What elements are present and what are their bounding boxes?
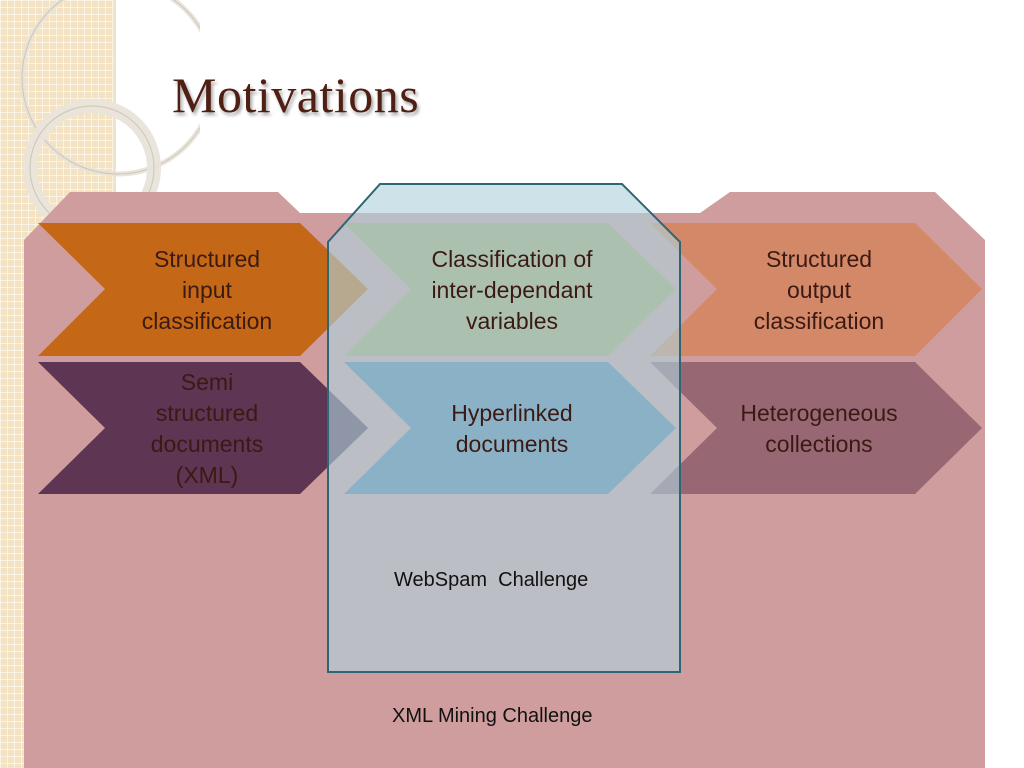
slide-title: Motivations (172, 67, 420, 123)
webspam-caption: WebSpam Challenge (394, 569, 589, 591)
chevron-heterogeneous (650, 362, 982, 494)
chevron-structured-output (650, 223, 982, 356)
chevron-semi-structured (38, 362, 368, 494)
webspam-panel (327, 183, 681, 673)
xml-mining-caption: XML Mining Challenge (392, 705, 593, 727)
chevron-structured-input (38, 223, 368, 356)
